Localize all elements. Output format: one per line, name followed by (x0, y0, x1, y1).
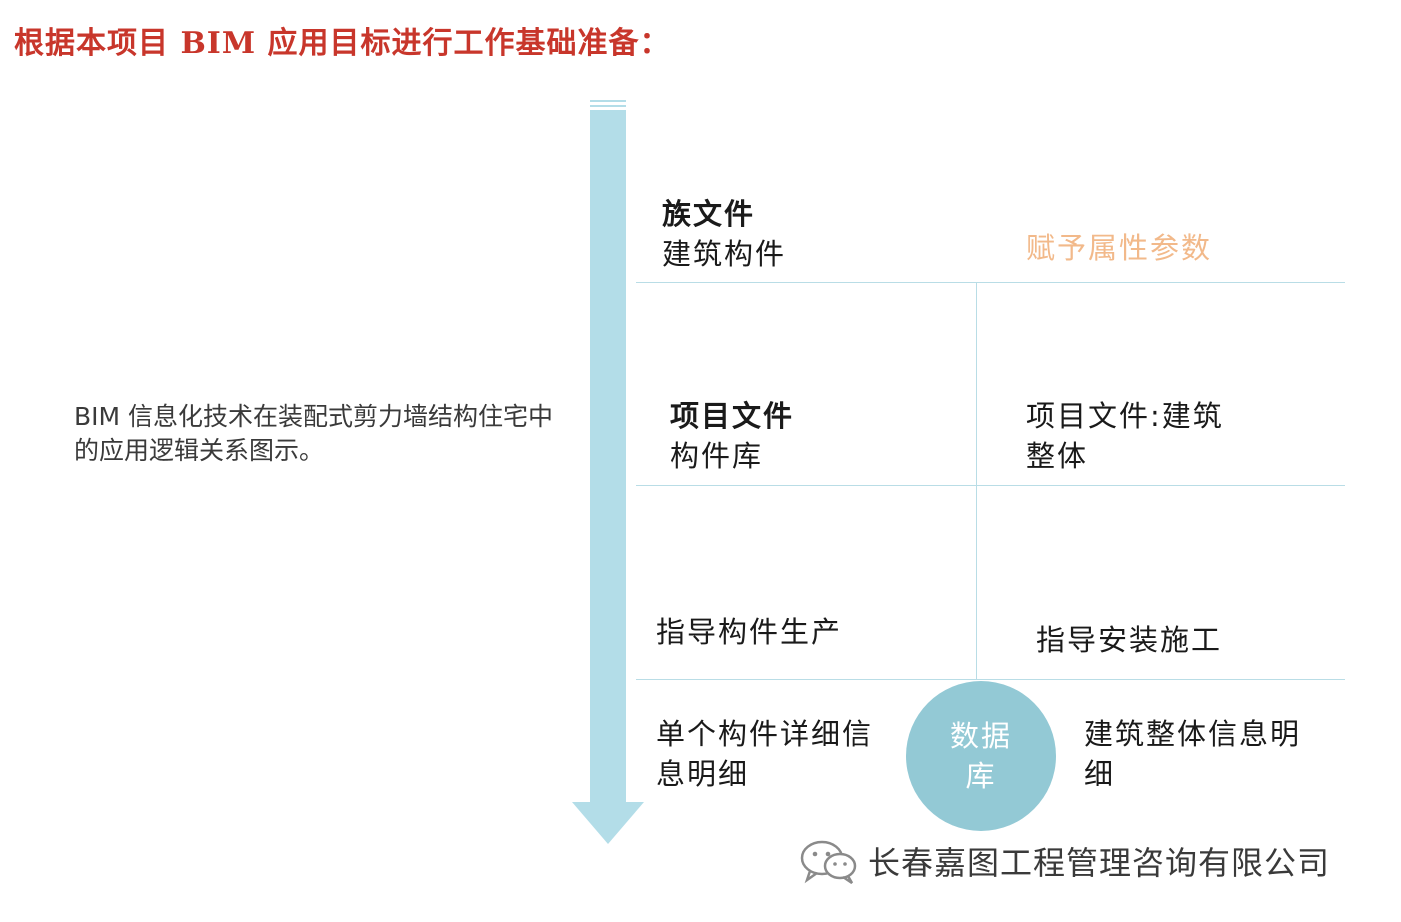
page-title: 根据本项目 BIM 应用目标进行工作基础准备： (14, 26, 671, 61)
cell-assign-properties: 赋予属性参数 (1026, 231, 1213, 265)
database-circle: 数据库 (906, 681, 1056, 831)
cell-building-detail: 建筑整体信息明细 (1084, 717, 1302, 791)
down-arrow (572, 100, 644, 844)
grid-line-1 (636, 282, 1345, 283)
cell-project-file-sub: 构件库 (670, 439, 764, 473)
cell-family-file-sub: 建筑构件 (662, 237, 787, 271)
cell-project-file: 项目文件 构件库 (670, 396, 794, 476)
grid-line-2 (636, 485, 1345, 486)
cell-family-file-title: 族文件 (662, 197, 756, 231)
grid-divider (976, 283, 977, 680)
wechat-icon (800, 840, 857, 884)
diagram-description: BIM 信息化技术在装配式剪力墙结构住宅中的应用逻辑关系图示。 (74, 402, 554, 465)
cell-component-detail: 单个构件详细信息明细 (656, 717, 874, 791)
watermark-text: 长春嘉图工程管理咨询有限公司 (868, 844, 1331, 882)
grid-line-3 (636, 679, 1345, 680)
cell-guide-production: 指导构件生产 (656, 615, 843, 649)
database-label: 数据库 (949, 719, 1012, 793)
watermark: 长春嘉图工程管理咨询有限公司 (798, 838, 1330, 884)
cell-project-file-title: 项目文件 (670, 399, 795, 433)
cell-family-file: 族文件 建筑构件 (662, 194, 786, 274)
cell-project-building: 项目文件:建筑整体 (1026, 399, 1224, 473)
cell-guide-installation: 指导安装施工 (1036, 623, 1223, 657)
